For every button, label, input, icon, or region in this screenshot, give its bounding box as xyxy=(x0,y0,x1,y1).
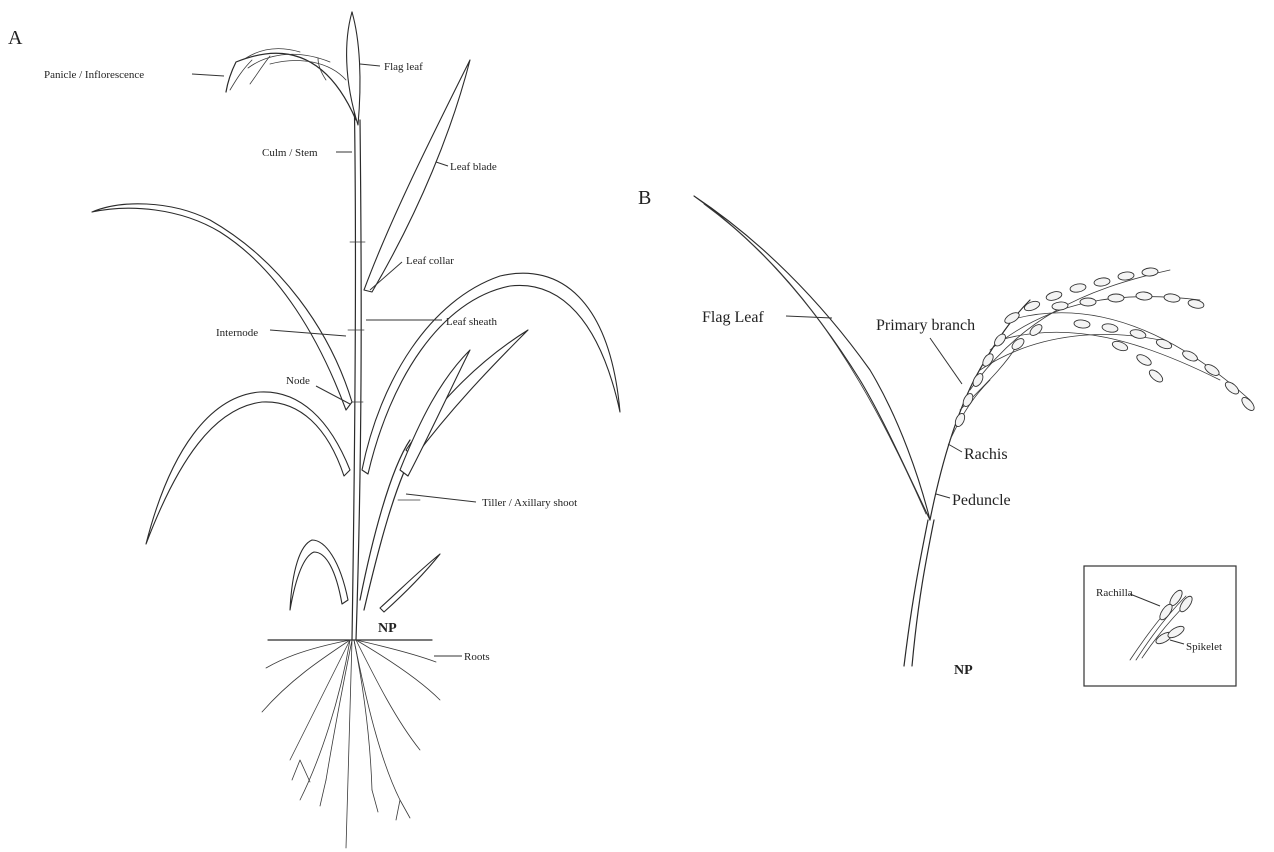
label-rachilla: Rachilla xyxy=(1096,587,1133,599)
label-panicle: Panicle / Inflorescence xyxy=(44,69,144,81)
label-peduncle: Peduncle xyxy=(952,492,1011,509)
panicle-b-drawing xyxy=(950,267,1256,440)
label-flag-leaf-a: Flag leaf xyxy=(384,61,423,73)
flag-leaf-leader xyxy=(360,64,380,66)
label-internode: Internode xyxy=(216,327,258,339)
label-roots: Roots xyxy=(464,651,490,663)
roots-drawing xyxy=(262,640,440,848)
lower-left-leaf xyxy=(146,392,350,544)
tiller-drawing xyxy=(360,330,528,612)
internode-leader xyxy=(270,330,346,336)
label-leaf-blade: Leaf blade xyxy=(450,161,497,173)
panel-a: A xyxy=(8,12,620,848)
panel-b: B xyxy=(638,187,1256,686)
panicle-leader xyxy=(192,74,224,76)
small-lower-leaf xyxy=(290,540,348,610)
leaf-blade-leader xyxy=(436,162,448,166)
panel-a-letter: A xyxy=(8,27,23,49)
label-node: Node xyxy=(286,375,310,387)
panel-b-artist-mark: NP xyxy=(954,663,973,678)
label-leaf-collar: Leaf collar xyxy=(406,255,454,267)
label-tiller: Tiller / Axillary shoot xyxy=(482,497,577,509)
primary-branch-leader xyxy=(930,338,962,384)
label-leaf-sheath: Leaf sheath xyxy=(446,316,497,328)
rachis-leader xyxy=(948,444,962,452)
label-spikelet: Spikelet xyxy=(1186,641,1222,653)
right-arch-leaf xyxy=(362,273,620,474)
spikelet-inset: Rachilla Spikelet xyxy=(1084,566,1236,686)
flag-leaf-drawing xyxy=(347,12,360,125)
tiller-leader xyxy=(406,494,476,502)
peduncle-leader xyxy=(936,494,950,498)
label-flag-leaf-b: Flag Leaf xyxy=(702,309,764,326)
panel-a-artist-mark: NP xyxy=(378,621,397,636)
panel-b-letter: B xyxy=(638,187,651,209)
flag-leaf-b-drawing xyxy=(694,196,930,520)
panicle-drawing xyxy=(226,49,356,120)
peduncle-drawing xyxy=(904,520,934,666)
label-culm: Culm / Stem xyxy=(262,147,318,159)
label-primary-branch: Primary branch xyxy=(876,317,975,334)
left-arch-leaf xyxy=(92,204,352,410)
label-rachis: Rachis xyxy=(964,446,1008,463)
